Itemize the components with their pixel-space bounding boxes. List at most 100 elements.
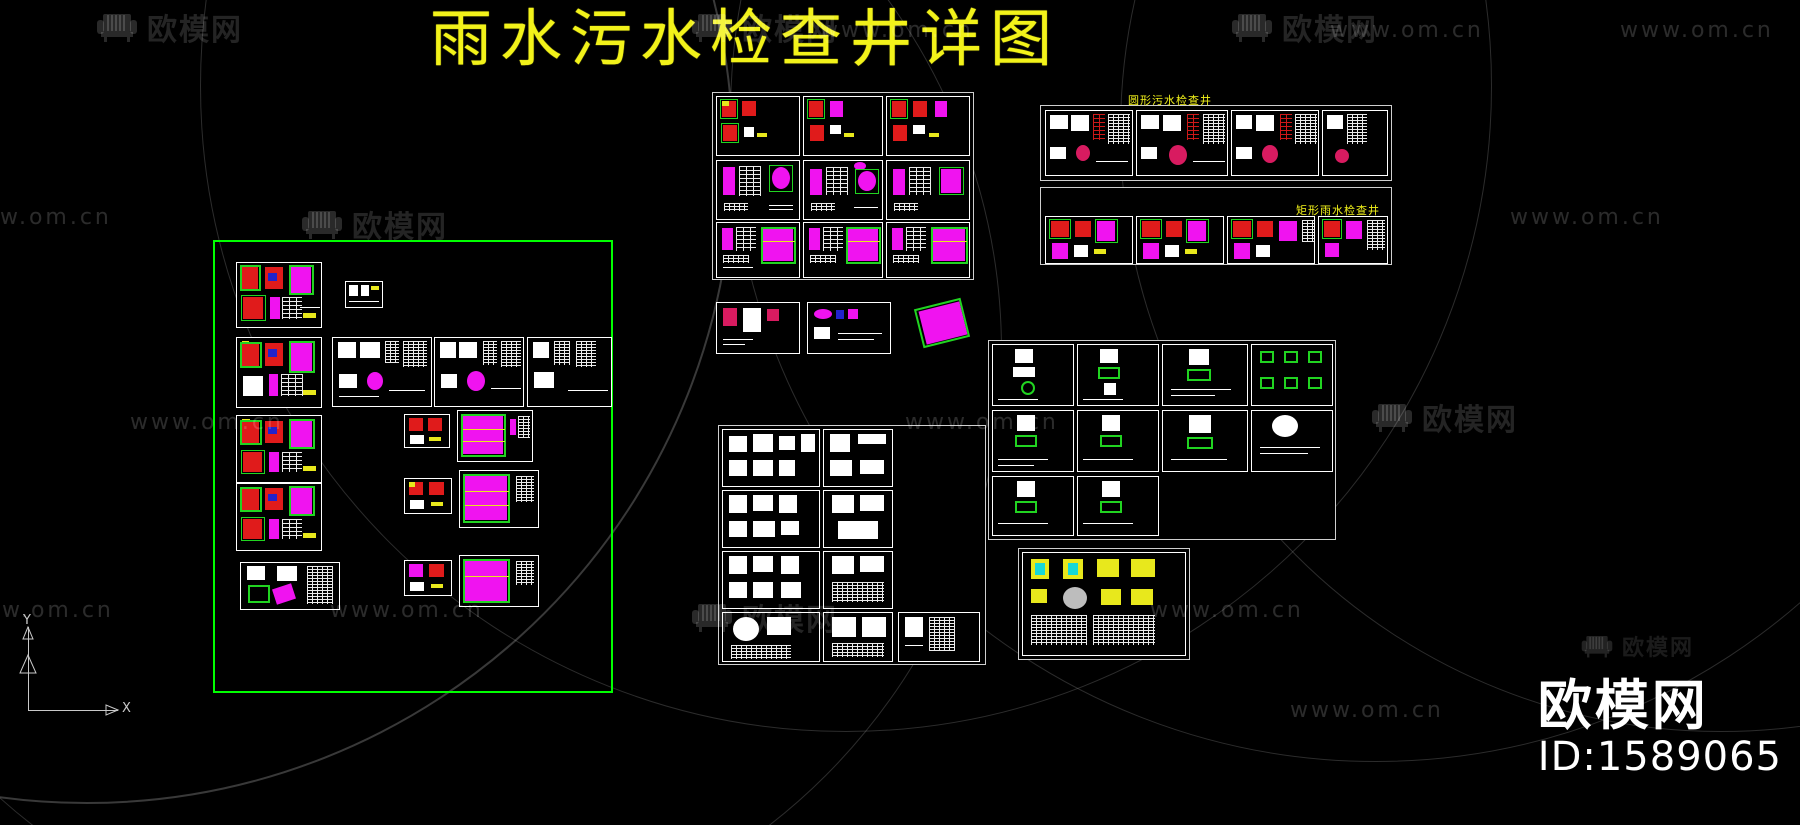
detail-table (893, 255, 919, 263)
drawing-sheet[interactable] (1136, 110, 1228, 176)
drawing-sheet[interactable] (716, 302, 800, 354)
detail-shape (241, 517, 265, 541)
drawing-sheet[interactable] (716, 222, 800, 278)
drawing-sheet[interactable] (722, 429, 820, 487)
detail-line (349, 301, 379, 302)
detail-shape (1102, 415, 1120, 431)
drawing-sheet[interactable] (1162, 410, 1248, 472)
detail-table (731, 645, 791, 659)
detail-table (576, 341, 596, 367)
detail-line (465, 505, 509, 506)
drawing-sheet[interactable] (886, 160, 970, 220)
detail-line (463, 441, 505, 442)
drawing-sheet[interactable] (1022, 552, 1186, 656)
drawing-sheet[interactable] (803, 96, 883, 156)
detail-shape (854, 162, 866, 170)
drawing-sheet[interactable] (722, 490, 820, 548)
detail-table (1280, 114, 1292, 140)
drawing-sheet[interactable] (1318, 216, 1388, 264)
detail-line (1083, 523, 1133, 524)
detail-shape (291, 488, 312, 514)
drawing-sheet[interactable] (1077, 476, 1159, 536)
detail-line (1171, 395, 1215, 396)
detail-shape (349, 285, 358, 296)
drawing-sheet[interactable] (1227, 216, 1315, 264)
detail-shape (860, 460, 884, 474)
drawing-sheet[interactable] (992, 410, 1074, 472)
detail-shape (729, 460, 747, 476)
drawing-sheet[interactable] (1136, 216, 1224, 264)
drawing-sheet[interactable] (1162, 344, 1248, 406)
detail-line (933, 241, 967, 242)
drawing-sheet[interactable] (459, 470, 539, 528)
drawing-sheet[interactable] (1251, 344, 1333, 406)
detail-table (516, 561, 534, 585)
drawing-sheet[interactable] (898, 612, 980, 662)
drawing-sheet[interactable] (807, 302, 891, 354)
detail-table (282, 452, 302, 472)
detail-shape (729, 495, 747, 513)
detail-shape (1185, 249, 1197, 254)
detail-shape (814, 327, 830, 339)
drawing-sheet[interactable] (1251, 410, 1333, 472)
drawing-sheet[interactable] (716, 160, 800, 220)
detail-shape (1098, 367, 1120, 379)
drawing-sheet[interactable] (404, 414, 450, 448)
drawing-sheet[interactable] (722, 612, 820, 662)
detail-table (739, 166, 761, 196)
detail-shape (1188, 221, 1206, 241)
drawing-sheet[interactable] (716, 96, 800, 156)
drawing-sheet[interactable] (459, 555, 539, 607)
detail-shape (1325, 243, 1339, 257)
detail-shape (269, 452, 279, 472)
selection-rectangle[interactable] (213, 240, 613, 693)
drawing-sheet[interactable] (1045, 216, 1133, 264)
drawing-sheet[interactable] (803, 222, 883, 278)
drawing-sheet[interactable] (1322, 110, 1388, 176)
drawing-sheet[interactable] (722, 551, 820, 609)
detail-shape (1017, 481, 1035, 497)
drawing-sheet[interactable] (457, 410, 533, 462)
drawing-sheet[interactable] (886, 222, 970, 278)
drawing-sheet[interactable] (886, 96, 970, 156)
drawing-sheet[interactable] (527, 337, 612, 407)
drawing-sheet[interactable] (236, 483, 322, 551)
drawing-sheet[interactable] (823, 429, 893, 487)
drawing-sheet[interactable] (1077, 344, 1159, 406)
drawing-sheet[interactable] (332, 337, 432, 407)
detail-table (1108, 114, 1130, 144)
detail-shape (242, 344, 259, 366)
detail-line (389, 390, 425, 391)
detail-table (826, 167, 848, 195)
drawing-sheet[interactable] (236, 415, 322, 483)
detail-shape (240, 342, 262, 368)
drawing-sheet[interactable] (434, 337, 524, 407)
drawing-sheet[interactable] (236, 337, 322, 408)
detail-shape (1142, 221, 1160, 237)
detail-shape (1097, 559, 1119, 577)
detail-shape (893, 169, 905, 195)
drawing-sheet[interactable] (345, 281, 383, 308)
drawing-sheet[interactable] (1045, 110, 1133, 176)
detail-shape (810, 169, 822, 195)
drawing-sheet[interactable] (1231, 110, 1319, 176)
drawing-sheet[interactable] (823, 612, 893, 662)
drawing-sheet[interactable] (992, 476, 1074, 536)
drawing-sheet[interactable] (823, 551, 893, 609)
drawing-sheet[interactable] (823, 490, 893, 548)
detail-shape (1104, 383, 1116, 395)
drawing-sheet[interactable] (404, 560, 452, 596)
detail-line (838, 333, 882, 334)
detail-table (385, 341, 399, 363)
detail-line (769, 205, 793, 206)
detail-table (724, 203, 748, 211)
detail-shape (1236, 147, 1252, 159)
drawing-sheet[interactable] (236, 262, 322, 328)
drawing-sheet[interactable] (404, 478, 452, 514)
drawing-sheet[interactable] (1077, 410, 1159, 472)
detail-shape (303, 390, 316, 395)
drawing-sheet[interactable] (803, 160, 883, 220)
detail-shape (846, 227, 881, 264)
drawing-sheet[interactable] (240, 562, 340, 610)
drawing-sheet[interactable] (992, 344, 1074, 406)
